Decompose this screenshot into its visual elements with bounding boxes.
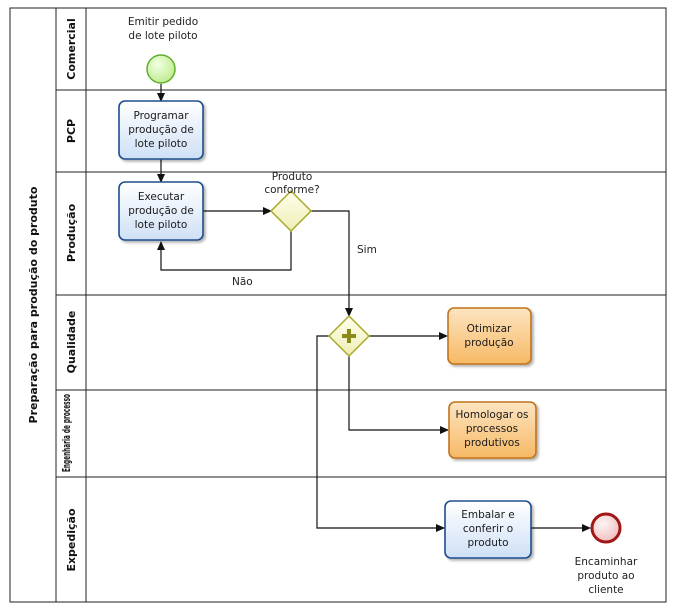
flow-parallel-to-homologar xyxy=(348,356,449,434)
end-event[interactable] xyxy=(590,512,622,544)
gateway-label-line1: Produto xyxy=(272,171,313,183)
exclusive-gateway[interactable] xyxy=(269,189,313,233)
task-executar-line2: produção de xyxy=(128,205,194,217)
gateway-label-line2: conforme? xyxy=(264,184,319,196)
end-event-label-line1: Encaminhar xyxy=(575,556,638,568)
task-otimizar[interactable] xyxy=(447,307,532,365)
task-homologar-line1: Homologar os xyxy=(456,409,529,421)
task-executar-line3: lote piloto xyxy=(135,219,188,231)
flow-gateway-yes xyxy=(311,210,353,317)
parallel-gateway[interactable] xyxy=(327,314,371,358)
flow-parallel-to-embalar xyxy=(316,335,445,532)
task-programar-line3: lote piloto xyxy=(135,138,188,150)
lane-label-comercial: Comercial xyxy=(65,18,78,79)
lane-label-producao: Produção xyxy=(65,203,78,262)
lane-label-engenharia: Engenharia de processo xyxy=(60,394,73,472)
task-otimizar-line1: Otimizar xyxy=(467,323,512,335)
plus-icon xyxy=(342,329,356,343)
pool-title: Preparação para produção do produto xyxy=(27,186,40,423)
task-programar[interactable] xyxy=(118,100,204,160)
start-event-label-line1: Emitir pedido xyxy=(128,16,198,28)
lane-label-pcp: PCP xyxy=(65,119,78,143)
task-homologar[interactable] xyxy=(448,401,537,459)
sequence-flows xyxy=(157,84,591,532)
task-embalar[interactable] xyxy=(444,500,532,559)
task-programar-line1: Programar xyxy=(133,110,189,122)
task-embalar-line2: conferir o xyxy=(463,523,513,535)
lane-label-qualidade: Qualidade xyxy=(65,311,78,374)
task-otimizar-line2: produção xyxy=(464,337,513,349)
task-executar-line1: Executar xyxy=(138,191,185,203)
task-embalar-line1: Embalar e xyxy=(461,509,514,521)
start-event[interactable]: Emitir pedido de lote piloto xyxy=(128,16,198,84)
lane-dividers xyxy=(56,89,666,478)
task-homologar-line2: processos xyxy=(466,423,518,435)
flow-label-no: Não xyxy=(232,276,253,288)
task-homologar-line3: produtivos xyxy=(464,437,520,449)
task-programar-line2: produção de xyxy=(128,124,194,136)
lane-label-expedicao: Expedição xyxy=(65,508,78,572)
end-event-label-line3: cliente xyxy=(588,584,623,596)
pool: Preparação para produção do produto xyxy=(9,7,667,603)
task-embalar-line3: produto xyxy=(467,537,508,549)
end-event-circle xyxy=(590,512,622,544)
task-executar[interactable] xyxy=(118,181,204,241)
flow-gateway-no xyxy=(157,231,292,271)
lane-label-engenharia-line1: Engenharia de processo xyxy=(60,394,73,472)
end-event-label-line2: produto ao xyxy=(577,570,634,582)
flow-label-yes: Sim xyxy=(357,244,377,256)
start-event-label-line2: de lote piloto xyxy=(128,30,197,42)
start-event-circle xyxy=(146,54,176,84)
